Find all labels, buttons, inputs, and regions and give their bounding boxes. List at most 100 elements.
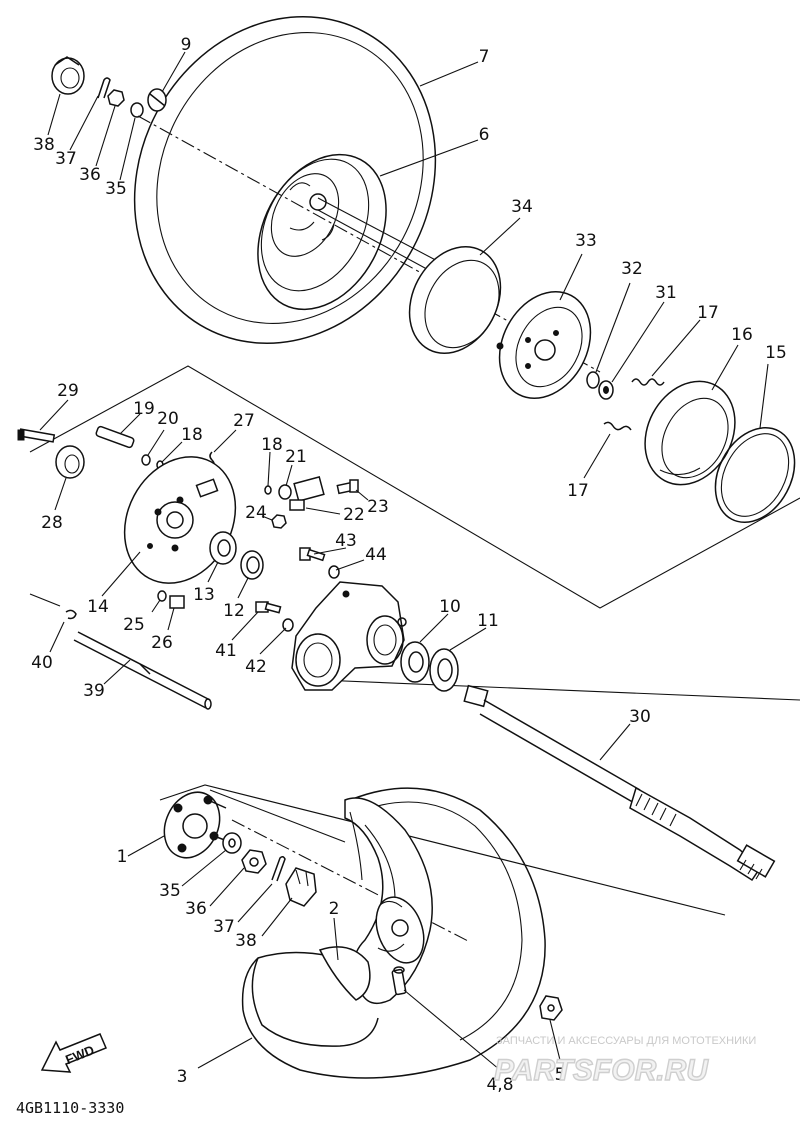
assembly-frame-lines [29,365,800,916]
bearing-housing [291,581,407,691]
nut-24 [271,514,287,529]
drum-cover [408,246,502,354]
bolt-29 [17,428,56,443]
part-label-p21: 21 [285,447,307,467]
seal-28 [55,445,85,479]
cotter-pin-37-top [97,77,111,99]
part-label-p24: 24 [245,503,267,523]
bolt-26 [169,595,185,609]
part-label-p36a: 36 [79,165,101,185]
washer-25 [157,590,167,602]
watermark-logo: PARTSFOR.RU [494,1054,709,1087]
part-label-p30: 30 [629,707,651,727]
seal-11 [429,648,459,692]
part-label-p15: 15 [765,343,787,363]
part-label-p35a: 35 [105,179,127,199]
collar-9 [147,88,167,112]
part-label-p10: 10 [439,597,461,617]
part-label-p38a: 38 [33,135,55,155]
washer-21 [278,484,292,500]
part-label-p41: 41 [215,641,237,661]
part-label-p25: 25 [123,615,145,635]
part-label-p22: 22 [343,505,365,525]
part-label-p42: 42 [245,657,267,677]
part-label-p36b: 36 [185,899,207,919]
cotter-pin-37-bottom [271,855,286,882]
bolt-41 [255,601,282,614]
washer-35-top [130,102,144,118]
camshaft-19 [95,425,135,449]
seal-12 [240,550,264,580]
watermark-tagline: ЗАПЧАСТИ И АКСЕССУАРЫ ДЛЯ МОТОТЕХНИКИ [496,1035,756,1047]
part-label-p33: 33 [575,231,597,251]
washer-31 [598,380,614,400]
part-label-p9: 9 [181,35,192,55]
lower-tire [241,787,546,1079]
washer-42 [282,618,294,632]
part-label-p26: 26 [151,633,173,653]
part-label-p27: 27 [233,411,255,431]
part-label-p11: 11 [477,611,499,631]
clip-32 [586,371,600,389]
part-label-p37a: 37 [55,149,77,169]
forward-direction-arrow: FWD [40,1033,107,1073]
lever-22 [289,476,325,511]
bolt-23 [336,479,359,495]
wheel-hub [163,791,231,859]
part-label-p7: 7 [479,47,490,67]
lower-rim [318,797,433,1005]
clip-18-right [264,485,272,495]
washer-35-bottom [222,832,242,854]
part-label-p13: 13 [193,585,215,605]
washer-20 [141,454,151,466]
part-label-p14: 14 [87,597,109,617]
rear-axle [463,684,776,882]
part-label-p44: 44 [365,545,387,565]
upper-rim [257,153,387,311]
part-label-p6: 6 [479,125,490,145]
part-label-p29: 29 [57,381,79,401]
part-label-p40: 40 [31,653,53,673]
part-label-p23: 23 [367,497,389,517]
part-label-p17a: 17 [697,303,719,323]
brake-shoe-plate [123,456,237,584]
part-label-p18b: 18 [261,435,283,455]
spring-17-lower [603,421,632,431]
part-label-p2: 2 [329,899,340,919]
watermark: ЗАПЧАСТИ И АКСЕССУАРЫ ДЛЯ МОТОТЕХНИКИ PA… [493,1035,756,1088]
part-label-p1: 1 [117,847,128,867]
part-label-p43: 43 [335,531,357,551]
part-label-p3: 3 [177,1067,188,1087]
part-label-p17b: 17 [567,481,589,501]
part-label-p18a: 18 [181,425,203,445]
bearing-10 [400,641,430,683]
part-label-p12: 12 [223,601,245,621]
part-label-p32: 32 [621,259,643,279]
part-label-p28: 28 [41,513,63,533]
bearing-13 [209,531,237,565]
washer-44 [328,565,340,579]
diagram-code: 4GB1110-3330 [16,1099,124,1117]
part-label-p20: 20 [157,409,179,429]
axle-nut-36-top [107,89,125,107]
part-label-p37b: 37 [213,917,235,937]
brake-drum [496,291,592,399]
part-label-p34: 34 [511,197,533,217]
part-label-p31: 31 [655,283,677,303]
axle-centre-lines [137,115,601,943]
part-label-p35b: 35 [159,881,181,901]
o-ring [714,426,796,524]
valve-4-8 [391,966,407,996]
clip-40 [65,609,77,620]
brake-shoe [644,380,736,486]
nut-5 [539,995,563,1021]
leader-lines [39,51,769,1071]
part-label-p48: 4,8 [486,1075,513,1095]
part-label-p16: 16 [731,325,753,345]
rod-39 [73,631,212,710]
part-label-p38b: 38 [235,931,257,951]
axle-nut-36-bottom [241,849,267,874]
axle-cap-38-top [51,56,85,95]
